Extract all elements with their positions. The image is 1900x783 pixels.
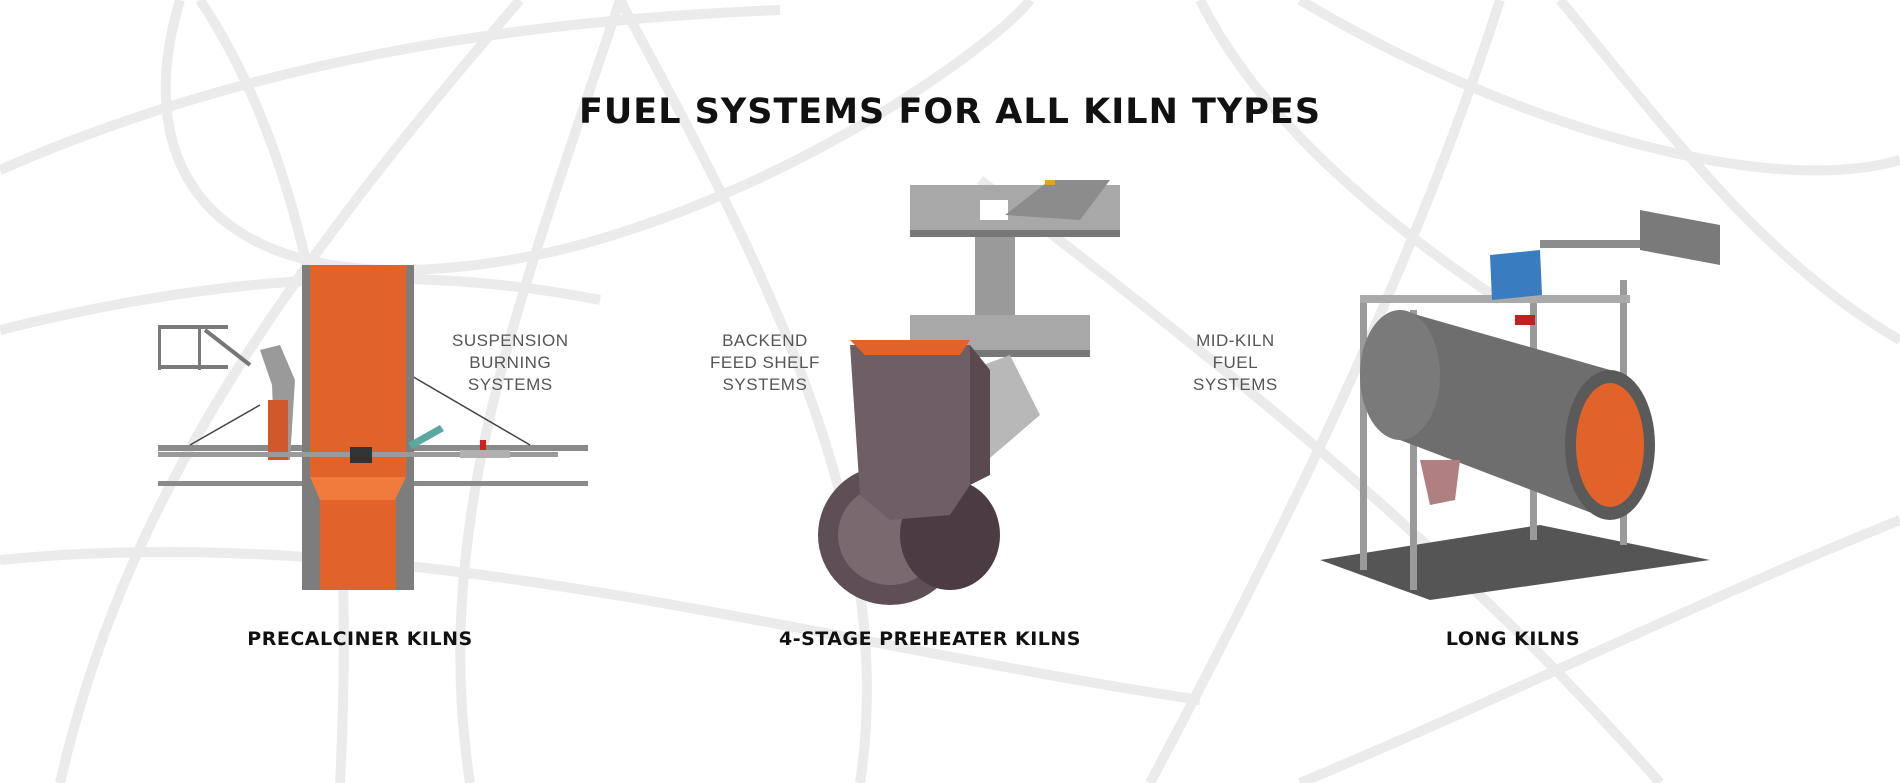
long-kiln-illustration [1320,210,1720,600]
preheater-kilns-caption: 4-STAGE PREHEATER KILNS [779,628,1081,650]
precalciner-kiln-illustration [158,265,588,590]
backend-feed-shelf-label: BACKEND FEED SHELF SYSTEMS [710,331,820,394]
long-kilns-caption: LONG KILNS [1445,628,1581,650]
page-title: FUEL SYSTEMS FOR ALL KILN TYPES [578,92,1322,132]
preheater-kiln-illustration [818,180,1120,605]
suspension-burning-label: SUSPENSION BURNING SYSTEMS [452,331,569,394]
precalciner-kilns-caption: PRECALCINER KILNS [247,628,473,650]
mid-kiln-fuel-label: MID-KILN FUEL SYSTEMS [1193,331,1278,394]
